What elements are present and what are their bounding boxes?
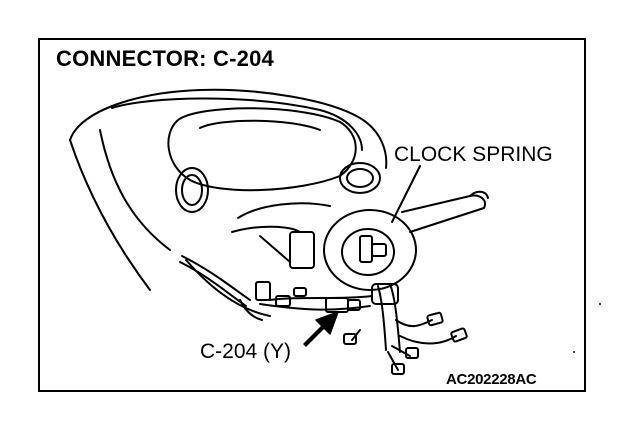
dashboard-inner-contour	[111, 97, 363, 151]
harness-left	[269, 295, 373, 301]
branch-connector	[426, 311, 444, 327]
clock-spring-leader	[391, 165, 421, 223]
diagram-title: CONNECTOR: C-204	[56, 46, 274, 71]
diagram-frame	[38, 38, 586, 392]
harness-main	[377, 285, 387, 351]
dashboard-lower-edge	[69, 139, 151, 291]
connector-housing	[289, 231, 315, 269]
connector-label: C-204 (Y)	[200, 340, 292, 363]
clock-spring-body	[323, 209, 417, 291]
combination-switch-stalk	[401, 194, 486, 233]
column-shroud	[237, 202, 331, 219]
left-vent	[175, 167, 209, 213]
clock-spring-label: CLOCK SPRING	[394, 143, 553, 166]
right-vent	[339, 162, 381, 194]
connector-arrow	[303, 311, 339, 347]
dashboard-outline	[69, 88, 388, 169]
figure-code: AC202228AC	[446, 371, 537, 388]
wire-bundle	[181, 255, 251, 301]
